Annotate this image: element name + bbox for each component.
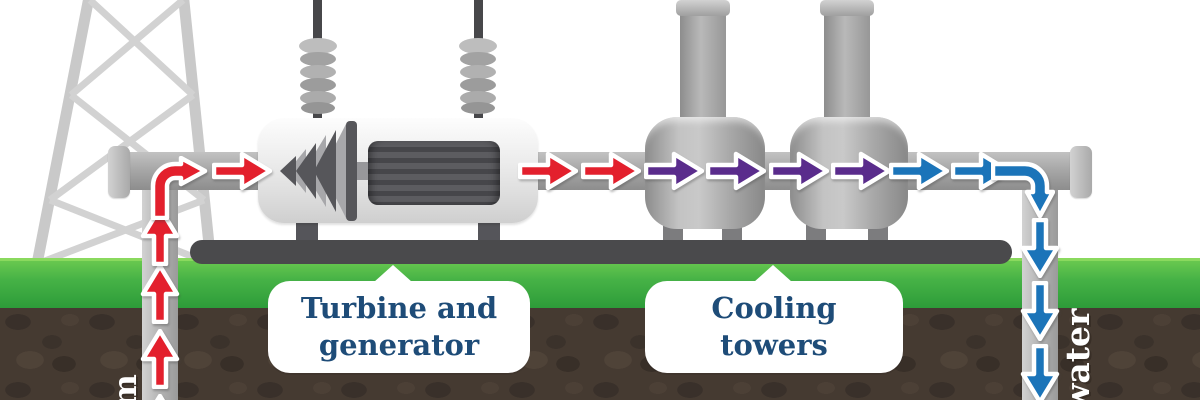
callout-cooling-line1: Cooling xyxy=(711,291,837,325)
water-arrow-corner xyxy=(991,156,1055,220)
turbine-leg xyxy=(478,218,500,246)
steam-arrow-right-1 xyxy=(212,151,272,191)
callout-turbine-line2: generator xyxy=(318,328,480,362)
cooling-arrow-right-2 xyxy=(706,151,766,191)
steam-arrow-right-3 xyxy=(581,151,641,191)
cooling-tower-chimney xyxy=(680,10,726,122)
cooling-tower-chimney xyxy=(824,10,870,122)
water-arrow-down-1 xyxy=(1020,218,1060,278)
soil-band xyxy=(0,308,1200,400)
cooling-tower-chimney-cap xyxy=(676,0,730,16)
generator-coil xyxy=(368,141,500,205)
steam-arrow-up-4 xyxy=(140,206,180,266)
insulator-stack-icon xyxy=(299,38,337,114)
water-arrow-right-2 xyxy=(951,151,1011,191)
base-platform xyxy=(190,240,1012,264)
pipe-end-cap-right xyxy=(1070,146,1092,198)
water-arrow-down-2 xyxy=(1020,281,1060,341)
callout-cooling-line2: towers xyxy=(720,328,828,362)
callout-turbine-generator: Turbine and generator xyxy=(268,281,530,373)
pipe-end-cap-left xyxy=(108,146,130,198)
cooling-arrow-right-4 xyxy=(831,151,891,191)
callout-pointer xyxy=(754,265,792,282)
insulator-stack-icon xyxy=(459,38,497,114)
steam-arrow-right-2 xyxy=(518,151,578,191)
water-arrow-down-3 xyxy=(1020,344,1060,400)
callout-cooling-towers: Cooling towers xyxy=(645,281,903,373)
steam-arrow-corner xyxy=(145,156,209,220)
water-arrow-right-1 xyxy=(889,151,949,191)
steam-arrow-up-3 xyxy=(140,264,180,324)
turbine-blades-icon xyxy=(280,121,377,221)
cooling-arrow-right-3 xyxy=(769,151,829,191)
callout-pointer xyxy=(374,265,412,282)
steam-arrow-up-1 xyxy=(140,394,180,400)
cooling-arrow-right-1 xyxy=(644,151,704,191)
turbine-leg xyxy=(296,218,318,246)
steam-arrow-up-2 xyxy=(140,329,180,389)
callout-turbine-line1: Turbine and xyxy=(300,291,498,325)
cooling-tower-chimney-cap xyxy=(820,0,874,16)
